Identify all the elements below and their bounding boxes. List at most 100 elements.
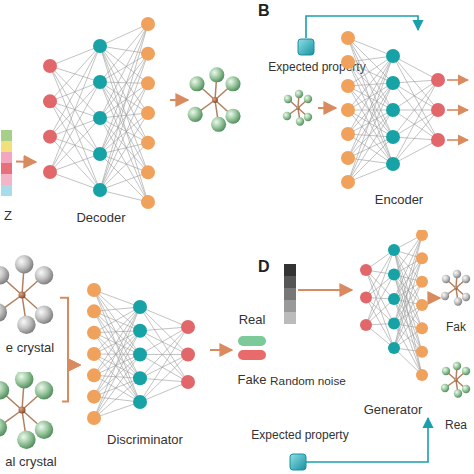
network-link [348, 62, 393, 164]
flow-arrow [170, 99, 188, 101]
atom [462, 275, 470, 283]
encoder-network-art [330, 30, 468, 208]
output-arrow [447, 139, 468, 141]
flow-arrow [346, 289, 352, 291]
latent-cell [1, 174, 12, 185]
property-icon [298, 39, 314, 55]
network-link [94, 333, 140, 402]
atom [0, 381, 9, 399]
network-link [100, 54, 148, 82]
node-label: Rea [445, 418, 467, 432]
network-link [100, 54, 148, 190]
center-atom [18, 291, 25, 298]
neuron [93, 183, 107, 197]
generator-network: Generator [352, 230, 434, 418]
network-link [94, 378, 140, 396]
atom [283, 112, 291, 120]
neuron [141, 17, 155, 31]
output-arrow [447, 109, 468, 111]
real-fake-output: RealFake [232, 312, 272, 388]
atom [441, 292, 449, 300]
network-link [94, 378, 140, 418]
neuron [87, 347, 101, 361]
network-link [100, 172, 148, 190]
atom [15, 255, 33, 273]
neuron [431, 133, 445, 147]
center-atom [212, 97, 218, 103]
atom [15, 372, 33, 388]
network-link [140, 382, 188, 402]
atom [0, 303, 7, 321]
network-link [100, 54, 148, 118]
neuron [181, 348, 195, 362]
atom [35, 421, 53, 439]
network-link [100, 83, 148, 154]
latent-cell [1, 185, 12, 196]
network-link [100, 46, 148, 172]
neuron [388, 244, 400, 256]
real-pill [238, 336, 266, 346]
node-label: Random noise [270, 374, 346, 388]
neuron [43, 94, 57, 108]
neuron [43, 165, 57, 179]
network-link [50, 66, 100, 190]
random-noise: Random noise [270, 262, 346, 388]
network-link [94, 311, 140, 402]
network-link [94, 331, 140, 354]
atom [454, 297, 462, 305]
neuron [386, 103, 400, 117]
encoder-network: Encoder [330, 30, 468, 208]
network-link [100, 46, 148, 113]
neuron [133, 348, 147, 362]
atom [462, 385, 470, 393]
real-crystal: Rea [440, 350, 472, 432]
atom [284, 95, 292, 103]
flow-arrow [434, 297, 440, 299]
discriminator-network-art [80, 282, 210, 448]
network-link [393, 56, 438, 140]
neuron [87, 283, 101, 297]
network-link [50, 46, 100, 172]
neuron [416, 252, 428, 264]
neuron [87, 368, 101, 382]
neuron [141, 76, 155, 90]
network-link [94, 307, 140, 375]
network-link [50, 82, 100, 172]
discriminator-network: Discriminator [80, 282, 210, 448]
panel-letter: D [258, 258, 270, 276]
network-link [94, 355, 140, 376]
atom [211, 117, 226, 132]
atom [304, 113, 312, 121]
network-link [394, 235, 422, 299]
generator-network-art [352, 230, 434, 418]
flow-arrow [62, 365, 80, 401]
neuron [43, 59, 57, 73]
network-link [140, 355, 188, 403]
network-link [366, 270, 394, 348]
atom [225, 76, 240, 91]
network-link [348, 164, 393, 182]
atom [442, 367, 450, 375]
decoder-network: Decoder [36, 14, 166, 226]
atom [209, 67, 224, 82]
neuron [386, 76, 400, 90]
neuron [181, 320, 195, 334]
node-label: Real [239, 312, 266, 328]
atom [35, 381, 53, 399]
flow-arrow [318, 107, 336, 109]
latent-cell [1, 141, 12, 152]
node-label: e crystal [6, 340, 54, 356]
neuron [43, 130, 57, 144]
neuron [341, 103, 355, 117]
network-link [50, 154, 100, 172]
network-link [140, 307, 188, 355]
network-link [94, 290, 140, 307]
flow-line [298, 289, 346, 291]
fake-pill [238, 350, 266, 360]
neuron [341, 55, 355, 69]
latent-cell [284, 300, 296, 312]
network-link [100, 83, 148, 190]
node-label: Discriminator [107, 432, 183, 448]
network-link [100, 113, 148, 154]
